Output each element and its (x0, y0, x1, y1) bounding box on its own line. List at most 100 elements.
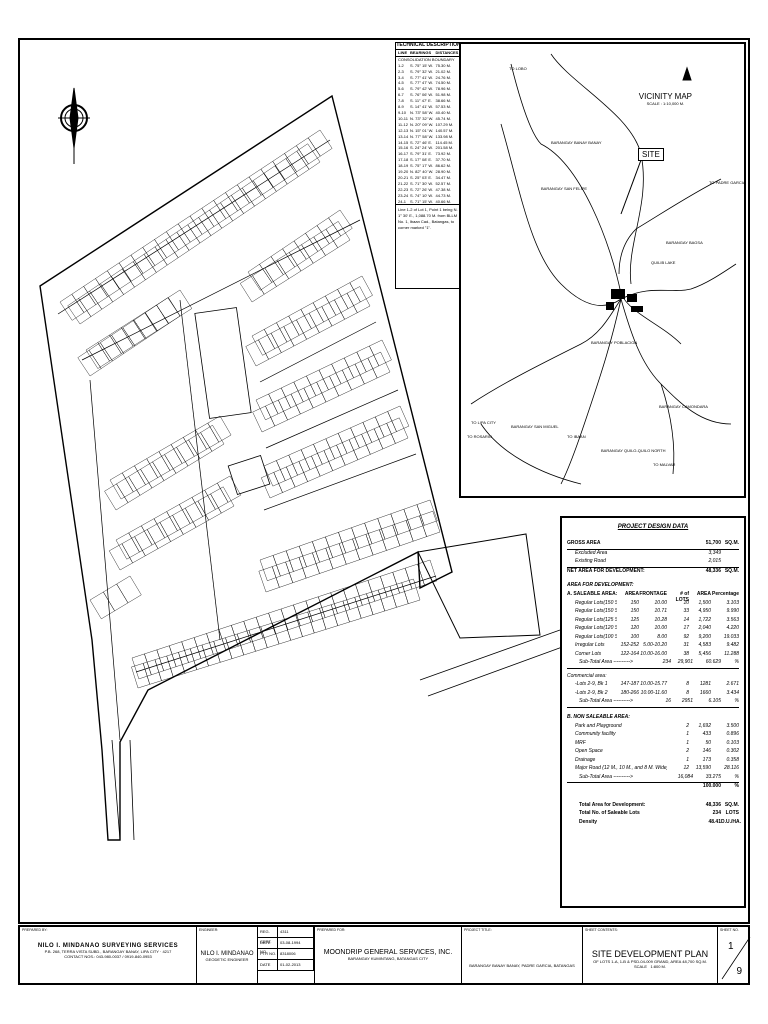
excluded-area-label: Excluded Area (575, 549, 608, 556)
sub3-cell: 16,084 (677, 773, 693, 780)
tech-bearing: S. 79° 31' E. (410, 151, 433, 157)
sub2-cell: % (734, 698, 739, 704)
tech-bearing: N. 73° 58' W. (410, 109, 434, 115)
saleable-cell: 3.563 (726, 616, 739, 623)
lot (416, 499, 438, 526)
vicinity-label-malvar: TO MALVAR (653, 462, 676, 467)
lot (325, 543, 347, 570)
saleable-cell: 38 (683, 650, 689, 657)
tech-distance: 133.98 M. (435, 133, 454, 139)
tech-bearing: S. 24° 24' W. (410, 145, 434, 151)
site-development-plan-drawing (39, 87, 566, 841)
nonsaleable-cell: 2 (686, 748, 689, 754)
lot (89, 591, 115, 620)
nonsaleable-cell: 12 (683, 765, 689, 771)
lot (298, 541, 320, 568)
tech-bearing: S. 75° 17' W. (410, 163, 434, 169)
company-name: NILO I. MINDANAO SURVEYING SERVICES (37, 943, 179, 949)
vicinity-label-quilib: QUILIB LAKE (651, 260, 676, 265)
tech-distance: 38.66 M. (435, 98, 452, 104)
tech-bearing: S. 17° 08' E. (410, 157, 433, 163)
client-name: MOONDRIP GENERAL SERVICES, INC. (323, 949, 453, 956)
engineer-cell: ENGINEER: NILO I. MINDANAO GEODETIC ENGI… (197, 927, 258, 983)
tech-distance: 21.02 M. (435, 68, 452, 74)
saleable-cell: 4,583 (698, 642, 711, 648)
lot (285, 557, 307, 584)
sub2-cell: 6.105 (708, 698, 721, 704)
lot (328, 209, 353, 237)
totals-cell: LOTS (725, 810, 739, 816)
tech-distance: 114.45 M. (435, 139, 454, 145)
tech-line: 19-20 (398, 169, 409, 175)
lot (258, 566, 280, 593)
tech-distance: 51.98 M. (435, 92, 452, 98)
tech-note: Line 1-2 of Lot 1, Point 1 being N. 1° 3… (396, 204, 461, 233)
lot (272, 550, 294, 577)
reg-value: 01-02-2013 (278, 960, 314, 971)
design-title: PROJECT DESIGN DATA (617, 524, 689, 530)
engineer-caption: ENGINEER: (199, 928, 219, 932)
tech-line: 13-14 (398, 133, 409, 139)
saleable-cell: 17 (683, 625, 689, 631)
lot (312, 547, 334, 574)
saleable-cell: Corner Lots (575, 650, 602, 657)
totals-cell: Total Area for Development: (579, 801, 646, 808)
commercial-cell: 180-266 (620, 689, 639, 696)
tech-bearing: N. 73° 32' W. (410, 115, 434, 121)
existing-road-label: Existing Road (575, 558, 606, 564)
sub1-cell: 29,901 (677, 659, 693, 665)
tech-line: 6-7 (398, 92, 404, 98)
nonsaleable-cell: 1 (686, 739, 689, 746)
lot (369, 339, 392, 367)
vicinity-label-banay: BARANGAY BANAY BANAY (551, 140, 602, 145)
nonsaleable-cell: 1 (686, 756, 689, 763)
site-label: SITE (638, 148, 664, 161)
vicinity-label-padre-garcia: TO PADRE GARCIA (709, 180, 746, 185)
tech-line: 16-17 (398, 151, 409, 157)
lot (367, 351, 391, 379)
nonsaleable-cell: Community facility (575, 731, 616, 737)
reg-value: 8318006 (278, 949, 314, 960)
saleable-cell: 10.28 (654, 616, 667, 623)
saleable-cell: Regular Lots(100 SQ.M.) (575, 633, 617, 640)
tech-bearing: S. 77° 47' W. (410, 80, 434, 86)
tech-line: 4-5 (398, 80, 404, 86)
saleable-cell: 1,500 (698, 599, 711, 606)
vicinity-north-arrow-icon (682, 66, 692, 81)
lot (217, 475, 242, 503)
site-marker (620, 159, 642, 215)
saleable-cell: 122-164 (620, 650, 639, 657)
commercial-label: Commercial area: (567, 672, 607, 679)
saleable-row: Regular Lots(125 SQ.M.)12510.28141,7223.… (567, 617, 739, 626)
sub2-cell: 2951 (681, 698, 693, 704)
lot (312, 536, 333, 563)
nonsaleable-cell: 0.358 (726, 756, 739, 763)
lot (346, 286, 371, 313)
title-block: PREPARED BY: NILO I. MINDANAO SURVEYING … (18, 925, 751, 985)
prepared-for-caption: PREPARED FOR: (317, 928, 346, 932)
lot (390, 508, 412, 535)
project-title-cell: PROJECT TITLE: BARANGAY BANAY BANAY, PAD… (462, 927, 583, 983)
road-line (57, 139, 331, 315)
saleable-cell: Regular Lots(120 SQ.M.) (575, 625, 617, 631)
tech-subheader-text: CONSOLIDATION BOUNDARY (398, 56, 455, 62)
company-contact: CONTACT NOS.: 043-980-0037 / 0919-840-09… (64, 954, 152, 959)
excluded-area-value: 3,349 (708, 549, 721, 556)
tech-line: 18-19 (398, 163, 409, 169)
tech-col-line: LINE (398, 49, 408, 55)
sub3-cell: % (734, 773, 739, 780)
lot (200, 424, 225, 452)
